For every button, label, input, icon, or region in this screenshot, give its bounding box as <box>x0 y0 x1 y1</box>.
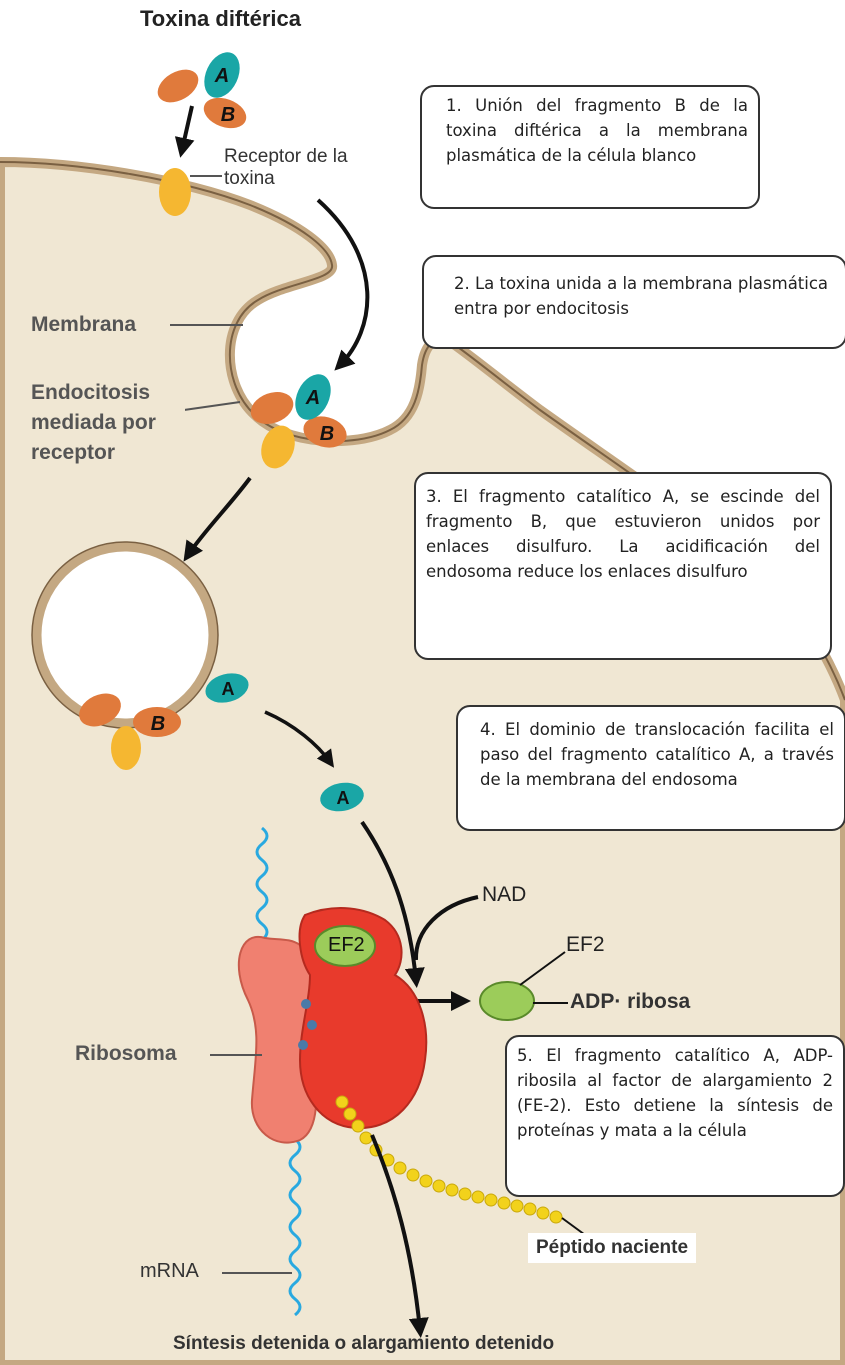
endosome <box>37 547 213 723</box>
label-receptor: Receptor de la toxina <box>224 146 384 190</box>
step-4-text: 4. El dominio de translocación facilita … <box>480 717 834 792</box>
label-ef2-ribosome: EF2 <box>328 934 365 957</box>
receptor-top <box>159 168 191 216</box>
toxin-free <box>152 46 251 133</box>
fragment-b-label-3: B <box>151 713 165 735</box>
label-endocitosis: Endocitosis mediada por receptor <box>27 378 185 468</box>
step-5-box: 5. El fragmento catalítico A, ADP-ribosi… <box>505 1035 845 1197</box>
fragment-a-label-2: A <box>305 387 320 409</box>
step-2-box: 2. La toxina unida a la membrana plasmát… <box>422 255 845 349</box>
step-1-text: 1. Unión del fragmento B de la toxina di… <box>446 93 748 168</box>
fragment-a-label: A <box>214 65 229 87</box>
label-ef2: EF2 <box>566 933 605 957</box>
fragment-a-label-4: A <box>337 788 350 808</box>
step-5-text: 5. El fragmento catalítico A, ADP-ribosi… <box>517 1043 833 1143</box>
step-2-text: 2. La toxina unida a la membrana plasmát… <box>454 271 835 321</box>
step-3-text: 3. El fragmento catalítico A, se escinde… <box>426 484 820 584</box>
label-nad: NAD <box>482 883 526 907</box>
arrow-endocytosis <box>318 200 367 365</box>
step-3-box: 3. El fragmento catalítico A, se escinde… <box>414 472 832 660</box>
diagram-title: Toxina diftérica <box>140 6 301 32</box>
arrow-bind <box>182 106 192 150</box>
label-peptido: Péptido naciente <box>528 1233 696 1263</box>
step-1-box: 1. Unión del fragmento B de la toxina di… <box>420 85 760 209</box>
ef2-modified <box>480 982 534 1020</box>
fragment-b-label-2: B <box>320 423 334 445</box>
label-ribosoma: Ribosoma <box>75 1042 177 1066</box>
label-membrana: Membrana <box>27 313 140 337</box>
label-sintesis-detenida: Síntesis detenida o alargamiento detenid… <box>173 1333 554 1355</box>
fragment-a-label-3: A <box>222 679 235 699</box>
step-4-box: 4. El dominio de translocación facilita … <box>456 705 845 831</box>
fragment-b-label: B <box>221 104 235 126</box>
label-adp-ribosa: ADP· ribosa <box>570 990 690 1014</box>
label-mrna: mRNA <box>140 1260 199 1283</box>
